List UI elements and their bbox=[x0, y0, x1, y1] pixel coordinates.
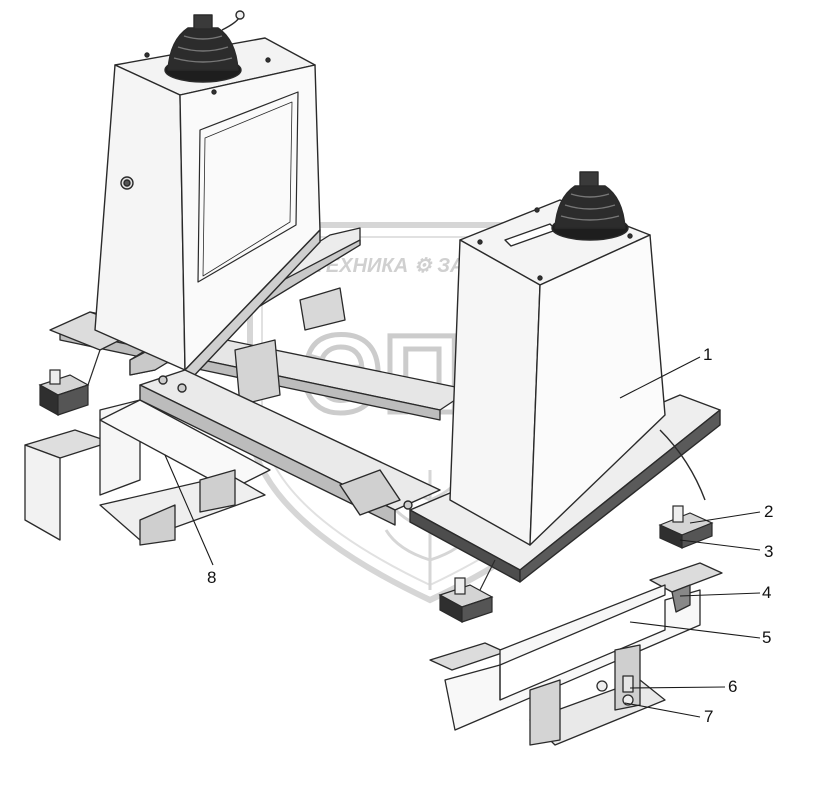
callout-4: 4 bbox=[762, 583, 771, 602]
callout-2: 2 bbox=[764, 502, 773, 521]
callout-3: 3 bbox=[764, 542, 773, 561]
callout-6: 6 bbox=[728, 677, 737, 696]
left-joystick-boot bbox=[164, 10, 245, 83]
leader-lines bbox=[164, 356, 761, 718]
left-mount-bracket-8 bbox=[24, 399, 271, 546]
left-rear-mount bbox=[38, 349, 101, 417]
left-control-box bbox=[94, 10, 321, 381]
callout-8: 8 bbox=[207, 568, 216, 587]
front-beam bbox=[139, 369, 441, 526]
right-control-box-1 bbox=[449, 171, 666, 546]
callout-5: 5 bbox=[762, 628, 771, 647]
right-joystick-boot bbox=[551, 171, 629, 241]
right-mount-2-3 bbox=[658, 505, 714, 549]
callout-7: 7 bbox=[704, 707, 713, 726]
lower-foot-6-7 bbox=[529, 644, 666, 746]
callout-1: 1 bbox=[703, 345, 712, 364]
front-mount bbox=[438, 559, 496, 624]
callouts: 1 2 3 4 5 6 7 8 bbox=[207, 345, 773, 726]
